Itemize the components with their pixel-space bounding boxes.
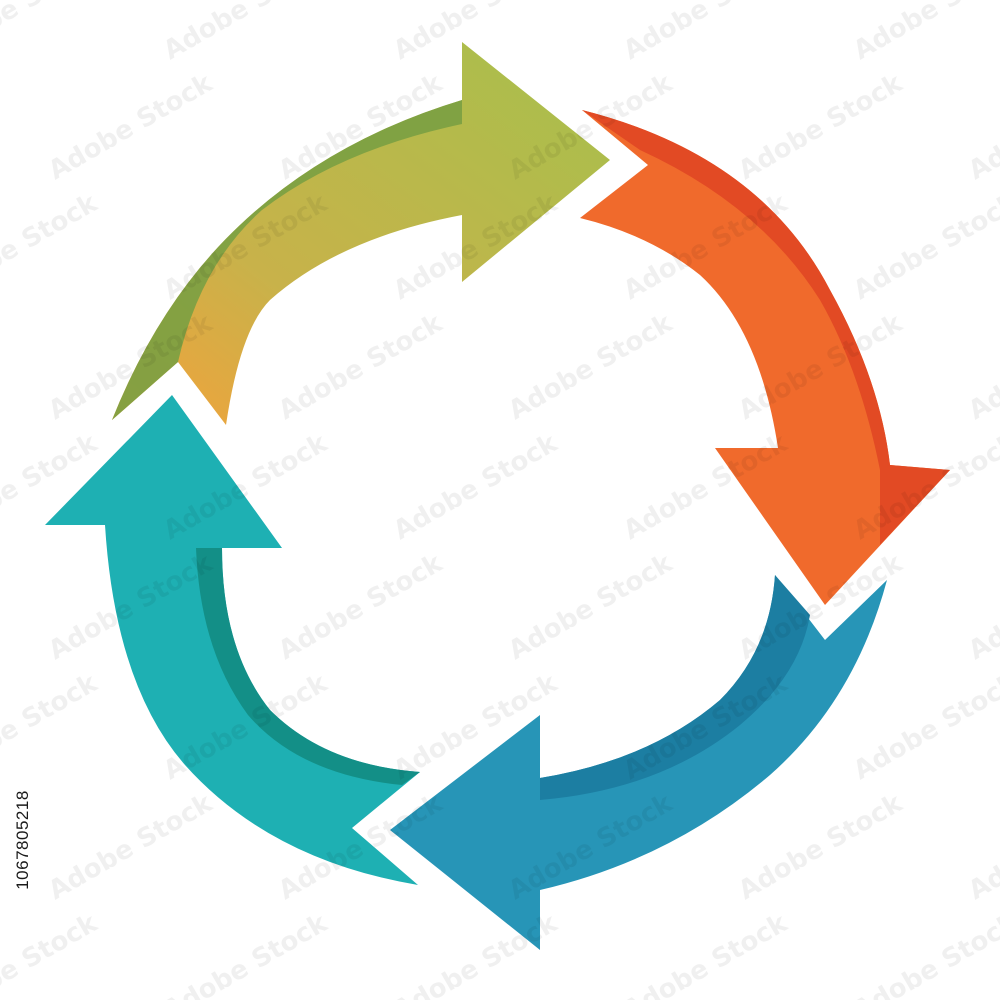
arrow-blue [390,575,887,950]
arrow-orange-edge [582,110,950,545]
stock-id-text: 1067805218 [13,790,32,890]
arrow-green [112,42,610,425]
arrow-green-edge [112,100,462,420]
arrow-orange-body [580,110,950,605]
stock-id-label: 1067805218 [8,740,38,940]
arrow-teal [45,395,420,885]
arrow-blue-edge [540,575,810,800]
arrow-orange [580,110,950,605]
arrow-teal-edge [196,548,420,785]
arrow-green-body [112,42,610,425]
